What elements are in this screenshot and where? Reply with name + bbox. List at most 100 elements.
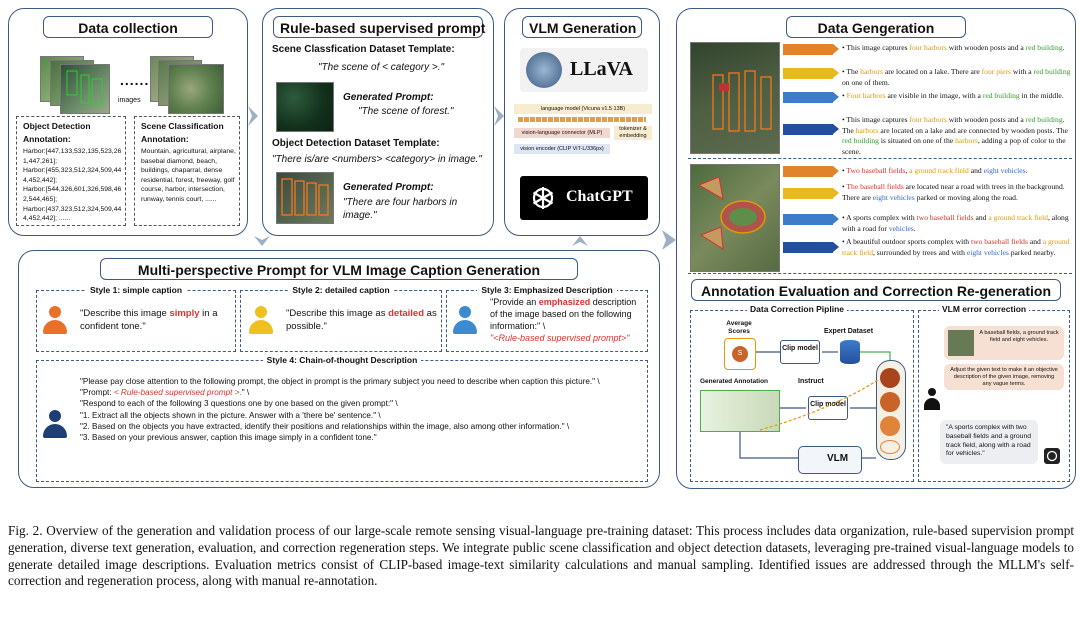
caption-bottom-4: • A beautiful outdoor sports complex wit… bbox=[842, 237, 1074, 258]
average-score-s: S bbox=[732, 346, 748, 362]
caption-segment: are located on a lake and are connected … bbox=[878, 125, 1068, 135]
language-model-label: language model (Vicuna v1.5 13B) bbox=[514, 104, 652, 114]
style-3-text: "Provide an emphasized description of th… bbox=[490, 297, 637, 343]
tag-emphasized-bottom: Emphasized caption bbox=[783, 214, 839, 225]
caption-segment: vehicles bbox=[888, 223, 914, 233]
caption-segment: This image captures bbox=[846, 43, 910, 52]
caption-segment: . The bbox=[842, 115, 1065, 135]
caption-segment: a ground track field bbox=[842, 237, 1070, 257]
caption-segment: with a bbox=[1010, 67, 1034, 76]
tag-detailed-bottom: detailed caption bbox=[783, 188, 839, 199]
vlm-error-correction-box: VLM error correction bbox=[918, 304, 1070, 482]
instruct-label: Instruct bbox=[798, 378, 824, 385]
person-icon bbox=[924, 388, 940, 410]
caption-segment: This image captures bbox=[846, 115, 910, 124]
images-label: images bbox=[118, 97, 141, 104]
sc-title: Scene Classification bbox=[141, 121, 224, 131]
caption-segment: harbors bbox=[955, 136, 978, 145]
caption-segment: harbors bbox=[855, 125, 879, 135]
average-score-node: S bbox=[724, 338, 756, 370]
sc-annotation-box: Scene Classification Annotation: Mountai… bbox=[134, 116, 240, 226]
score-node-3 bbox=[880, 416, 900, 436]
harbor-scene-boxes bbox=[712, 70, 772, 132]
caption-bullet: • bbox=[842, 91, 847, 100]
vlm-generation-title: VLM Generation bbox=[522, 16, 642, 38]
caption-segment: The bbox=[846, 67, 861, 76]
caption-segment: are located near a road with trees in th… bbox=[842, 182, 1065, 202]
harbor-image bbox=[276, 172, 334, 224]
data-generation-divider bbox=[688, 158, 1072, 159]
caption-segment: four piers bbox=[981, 67, 1011, 76]
caption-segment: a ground track field bbox=[909, 166, 969, 175]
tag-cot-bottom: COT caption bbox=[783, 242, 839, 253]
generated-annotation-thumb bbox=[700, 390, 780, 432]
score-node-4 bbox=[880, 440, 900, 454]
arrow-multi-to-generation bbox=[662, 230, 676, 250]
tag-detailed-top: detailed caption bbox=[783, 68, 839, 79]
sports-scene-boxes bbox=[697, 176, 766, 250]
tag-simple-top: Simple caption bbox=[783, 44, 839, 55]
od-boxes-overlay bbox=[66, 70, 103, 106]
generated-annotation-label: Generated Annotation bbox=[700, 378, 769, 385]
scene-template: "The scene of < category >." bbox=[318, 62, 445, 73]
data-generation-title: Data Gengeration bbox=[786, 16, 966, 38]
generated-prompt-label-2: Generated Prompt: bbox=[343, 182, 434, 193]
caption-segment: A beautiful outdoor sports complex with bbox=[846, 237, 971, 246]
harbor-scene-image bbox=[690, 42, 780, 154]
caption-segment: red building bbox=[842, 136, 879, 145]
caption-segment: Two baseball fields bbox=[846, 166, 906, 175]
user-icon-blue bbox=[452, 306, 478, 336]
caption-segment: two baseball fields bbox=[971, 237, 1028, 246]
generated-prompt-label-1: Generated Prompt: bbox=[343, 92, 434, 103]
caption-segment: red building bbox=[982, 91, 1020, 100]
chatgpt-icon bbox=[532, 187, 554, 209]
caption-segment: eight vehicles bbox=[983, 166, 1026, 175]
caption-segment: harbors bbox=[860, 67, 883, 76]
style-4-box: Style 4: Chain-of-thought Description bbox=[36, 355, 648, 482]
style-4-text: "Please pay close attention to the follo… bbox=[80, 376, 640, 443]
caption-segment: is situated on one of the bbox=[878, 136, 956, 145]
arrow-prompt-down bbox=[254, 236, 270, 246]
llava-icon bbox=[526, 52, 562, 88]
average-scores-label: Average Scores bbox=[726, 320, 752, 335]
caption-segment: red building bbox=[1025, 115, 1063, 124]
od-template-title: Object Detection Dataset Template: bbox=[272, 138, 440, 149]
caption-segment: , along with a road for bbox=[842, 213, 1069, 233]
score-node-2 bbox=[880, 392, 900, 412]
style-1-title: Style 1: simple caption bbox=[85, 285, 187, 295]
llava-logo: LLaVA bbox=[520, 48, 648, 92]
expert-dataset-icon bbox=[840, 340, 860, 364]
score-node-1 bbox=[880, 368, 900, 388]
ellipsis-dots: ........ bbox=[120, 72, 160, 88]
generated-prompt-2: "There are four harbors in image." bbox=[343, 197, 458, 221]
caption-segment: in the middle. bbox=[1019, 91, 1064, 100]
style-3-box: Style 3: Emphasized Description bbox=[446, 285, 648, 352]
user-icon-navy bbox=[42, 410, 68, 440]
style-3-title: Style 3: Emphasized Description bbox=[477, 285, 617, 295]
caption-segment: and bbox=[1027, 237, 1043, 246]
od-annotation-box: Object Detection Annotation: Harbor:[447… bbox=[16, 116, 126, 226]
s4-line-6: "3. Based on your previous answer, capti… bbox=[80, 433, 377, 443]
caption-segment: . bbox=[1062, 43, 1065, 52]
chatgpt-logo: ChatGPT bbox=[520, 176, 648, 220]
bubble-3: "A sports complex with two baseball fiel… bbox=[940, 420, 1038, 464]
caption-segment: parked nearby. bbox=[1008, 247, 1056, 257]
encoder-label: vision encoder (CLIP ViT-L/336px) bbox=[514, 144, 610, 154]
caption-top-1: • This image captures four harbors with … bbox=[842, 43, 1074, 54]
connector-label: vision-language connector (MLP) bbox=[514, 128, 610, 138]
llava-label: LLaVA bbox=[570, 58, 633, 80]
generated-prompt-1: "The scene of forest." bbox=[358, 106, 454, 117]
user-icon-orange bbox=[42, 306, 68, 336]
caption-bullet: • bbox=[842, 67, 847, 76]
caption-segment: , surrounded by trees and with bbox=[873, 247, 967, 257]
caption-segment: and bbox=[973, 213, 989, 222]
s4-line-4: "1. Extract all the objects shown in the… bbox=[80, 410, 381, 420]
forest-image bbox=[276, 82, 334, 132]
caption-segment: A sports complex with bbox=[846, 213, 917, 222]
harbor-boxes-overlay bbox=[281, 178, 329, 216]
caption-segment: eight vehicles bbox=[872, 192, 915, 202]
caption-segment: parked or moving along the road. bbox=[914, 192, 1018, 202]
style-2-box: Style 2: detailed caption bbox=[240, 285, 442, 352]
caption-segment: red building bbox=[1033, 67, 1071, 76]
sc-image bbox=[168, 64, 224, 114]
